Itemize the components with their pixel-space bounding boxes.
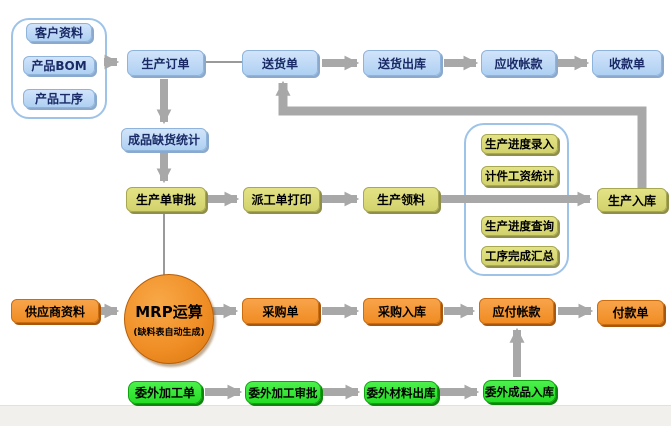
node-production-order: 生产订单 [127, 50, 204, 76]
node-payment-note: 付款单 [597, 300, 664, 325]
mrp-title: MRP运算 [135, 302, 203, 321]
node-production-order-approval: 生产单审批 [126, 187, 206, 212]
node-customer-data: 客户资料 [26, 23, 92, 42]
node-supplier-data: 供应商资料 [11, 299, 99, 323]
node-receipt-note: 收款单 [592, 50, 662, 76]
node-dispatch-print: 派工单打印 [243, 187, 320, 212]
mrp-subtitle: (缺料表自动生成) [133, 327, 205, 338]
node-purchase-inbound: 采购入库 [363, 298, 441, 324]
node-outsource-finished-inbound: 委外成品入库 [483, 380, 556, 403]
node-production-inbound: 生产入库 [597, 188, 667, 212]
node-accounts-receivable: 应收帐款 [481, 50, 556, 76]
feedback-line-production-inbound-to-delivery-note [275, 80, 647, 188]
node-piecework-wage-stats: 计件工资统计 [481, 166, 558, 186]
page-footer-strip [0, 405, 671, 426]
node-accounts-payable: 应付帐款 [479, 298, 554, 324]
node-delivery-outbound: 送货出库 [363, 50, 441, 76]
node-product-bom: 产品BOM [23, 56, 95, 75]
node-mrp-calculation: MRP运算 (缺料表自动生成) [124, 274, 214, 364]
node-production-material: 生产领料 [363, 187, 439, 212]
node-purchase-order: 采购单 [242, 298, 319, 324]
node-progress-query: 生产进度查询 [481, 216, 558, 236]
node-process-completion-summary: 工序完成汇总 [481, 246, 558, 266]
node-outsource-order: 委外加工单 [128, 381, 202, 404]
node-outsource-approval: 委外加工审批 [245, 381, 321, 404]
node-outsource-material-outbound: 委外材料出库 [364, 381, 438, 404]
node-finished-shortage-stats: 成品缺货统计 [121, 128, 207, 151]
node-progress-entry: 生产进度录入 [481, 134, 558, 154]
node-delivery-note: 送货单 [242, 50, 318, 76]
node-product-process: 产品工序 [23, 89, 95, 108]
